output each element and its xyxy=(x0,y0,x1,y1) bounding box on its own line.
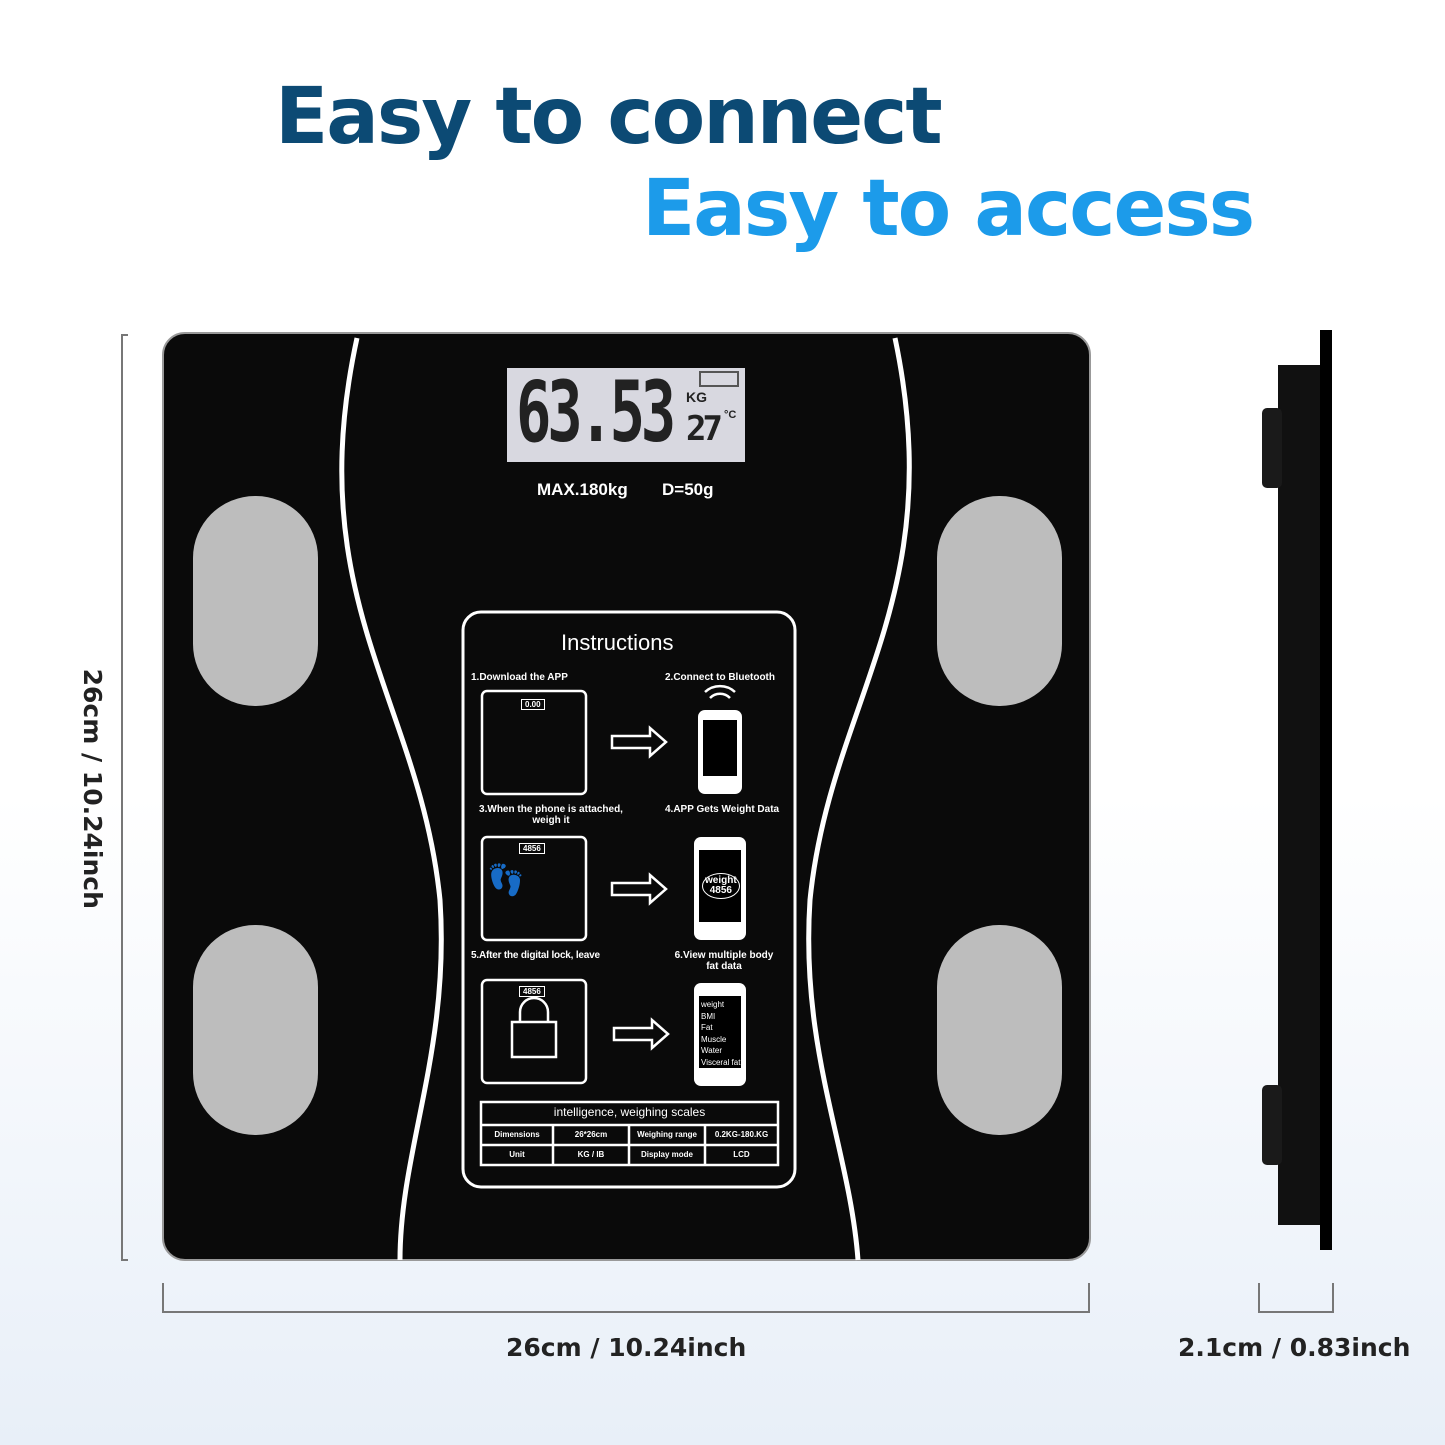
list-item: BMI xyxy=(701,1011,716,1021)
battery-icon xyxy=(699,371,739,387)
table-cell: 0.2KG-180.KG xyxy=(714,1130,769,1139)
instructions-title: Instructions xyxy=(561,630,674,655)
max-capacity: MAX.180kg xyxy=(537,480,628,499)
electrode-pad xyxy=(937,925,1062,1135)
step-3: 3.When the phone is attached, weigh it xyxy=(479,804,623,826)
side-profile-top xyxy=(1320,330,1332,1250)
table-cell: 26*26cm xyxy=(574,1130,608,1139)
lock-icon xyxy=(510,1020,558,1059)
footprints-icon: 👣 xyxy=(487,864,551,897)
side-profile xyxy=(1278,365,1328,1225)
headline-line2: Easy to access xyxy=(642,164,1255,254)
lcd-display xyxy=(507,368,745,462)
step-1: 1.Download the APP xyxy=(471,672,568,683)
phone-data-list: weight BMI Fat Muscle Water Visceral fat xyxy=(701,999,740,1068)
step-6: 6.View multiple body fat data xyxy=(674,950,774,972)
division: D=50g xyxy=(662,480,714,499)
mini-display: 4856 xyxy=(519,843,545,855)
table-cell: KG / IB xyxy=(577,1150,605,1159)
arrow-icon xyxy=(610,872,668,906)
width-dimension: 26cm / 10.24inch xyxy=(506,1333,747,1362)
list-item: Visceral fat xyxy=(701,1057,741,1067)
lcd-weight: 63.53 xyxy=(516,363,676,461)
step-5: 5.After the digital lock, leave xyxy=(471,950,600,961)
wifi-icon xyxy=(704,684,736,699)
list-item: Water xyxy=(701,1046,723,1055)
step-2: 2.Connect to Bluetooth xyxy=(665,672,775,683)
height-dimension: 26cm / 10.24inch xyxy=(77,668,107,909)
arrow-icon xyxy=(610,725,668,759)
mini-display: 0.00 xyxy=(521,699,545,711)
left-curve xyxy=(339,337,444,1261)
mini-display: 4856 xyxy=(519,986,545,998)
table-cell: LCD xyxy=(733,1150,750,1159)
table-cell: Dimensions xyxy=(494,1130,540,1139)
right-curve xyxy=(806,337,912,1261)
thickness-dimension: 2.1cm / 0.83inch xyxy=(1178,1333,1411,1362)
side-foot xyxy=(1262,408,1282,488)
electrode-pad xyxy=(193,496,318,706)
step-4: 4.APP Gets Weight Data xyxy=(665,804,780,815)
list-item: weight xyxy=(701,1000,725,1009)
scale-body xyxy=(162,332,1091,1261)
electrode-pad xyxy=(937,496,1062,706)
list-item: Muscle xyxy=(701,1034,727,1044)
headline-line1: Easy to connect xyxy=(275,72,943,162)
phone-icons xyxy=(694,710,746,1086)
table-title: intelligence, weighing scales xyxy=(553,1105,706,1119)
lcd-temp-unit: °C xyxy=(724,409,737,421)
instructions-box xyxy=(461,610,797,1189)
phone-weight-value: 4856 xyxy=(709,885,732,896)
lcd-temp: 27 xyxy=(686,409,723,449)
side-foot xyxy=(1262,1085,1282,1165)
table-cell: Display mode xyxy=(640,1150,693,1159)
phone-weight-label: weight xyxy=(705,875,737,886)
arrow-icon xyxy=(612,1017,670,1051)
table-cell: Weighing range xyxy=(637,1130,697,1139)
electrode-pad xyxy=(193,925,318,1135)
dimension-lines xyxy=(121,334,1334,1313)
list-item: Fat xyxy=(701,1023,713,1032)
lcd-unit: KG xyxy=(686,389,707,405)
table-cell: Unit xyxy=(509,1150,525,1159)
